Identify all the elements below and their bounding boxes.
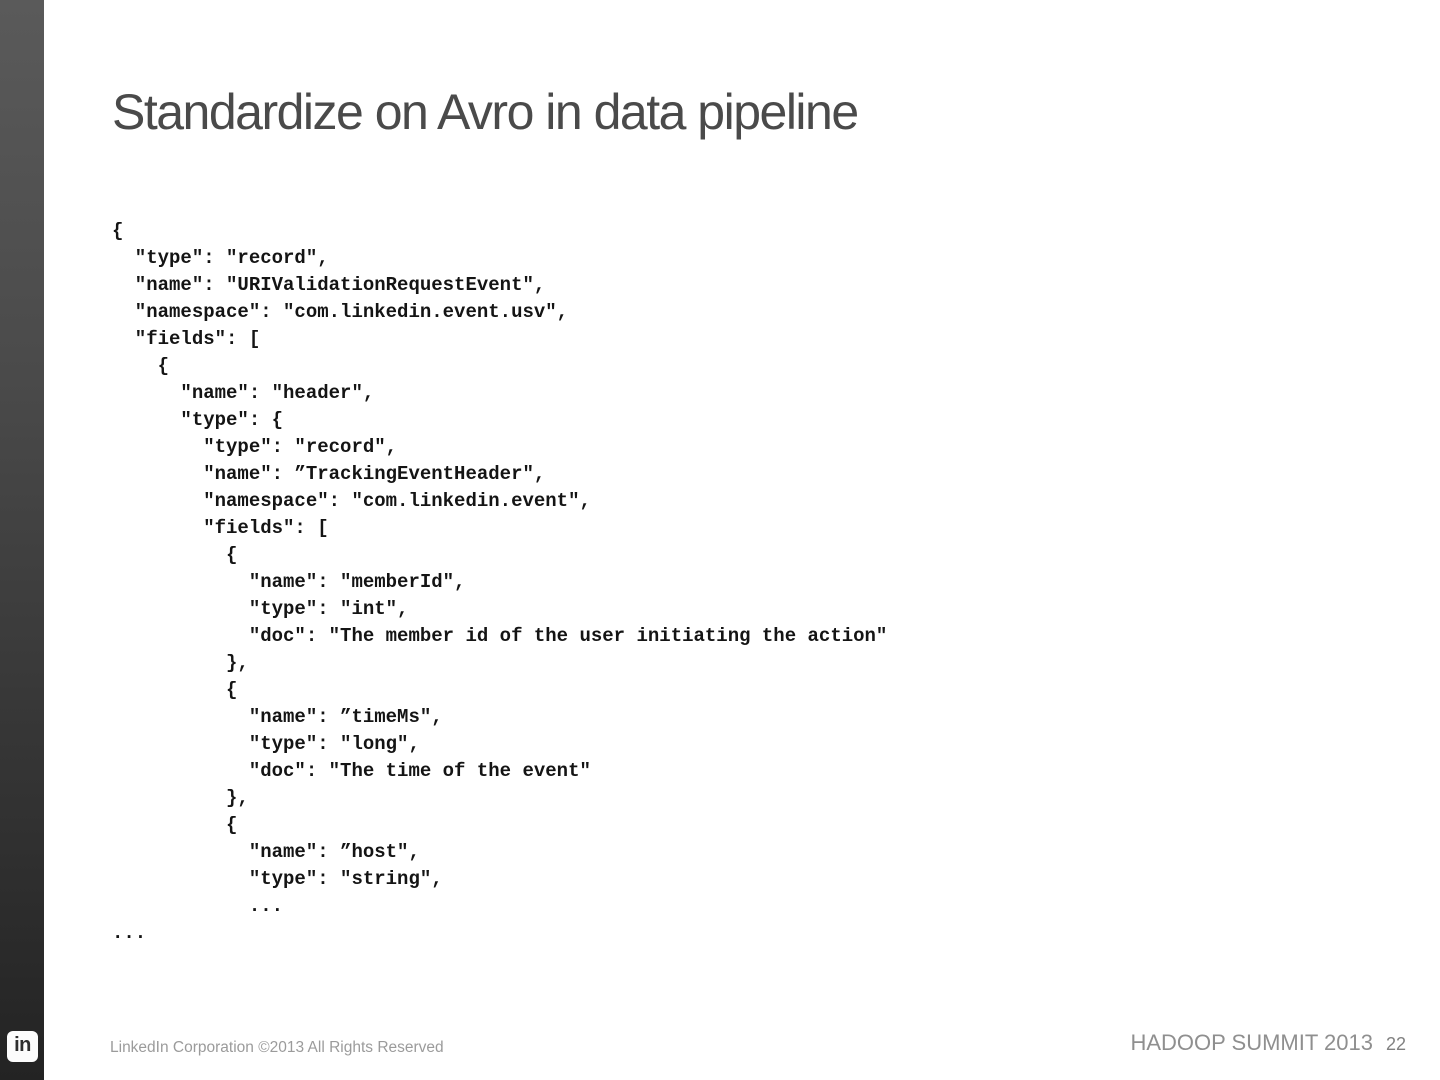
linkedin-logo-text: in	[14, 1034, 31, 1056]
avro-schema-code-block: { "type": "record", "name": "URIValidati…	[112, 220, 888, 944]
footer-right-group: HADOOP SUMMIT 2013 22	[1130, 1030, 1406, 1056]
linkedin-logo-icon: in	[7, 1031, 38, 1062]
conference-name: HADOOP SUMMIT 2013	[1130, 1030, 1373, 1055]
page-number: 22	[1385, 1034, 1406, 1054]
slide-title: Standardize on Avro in data pipeline	[112, 84, 859, 140]
copyright-text: LinkedIn Corporation ©2013 All Rights Re…	[110, 1039, 444, 1056]
sidebar-accent-bar: in	[0, 0, 44, 1080]
